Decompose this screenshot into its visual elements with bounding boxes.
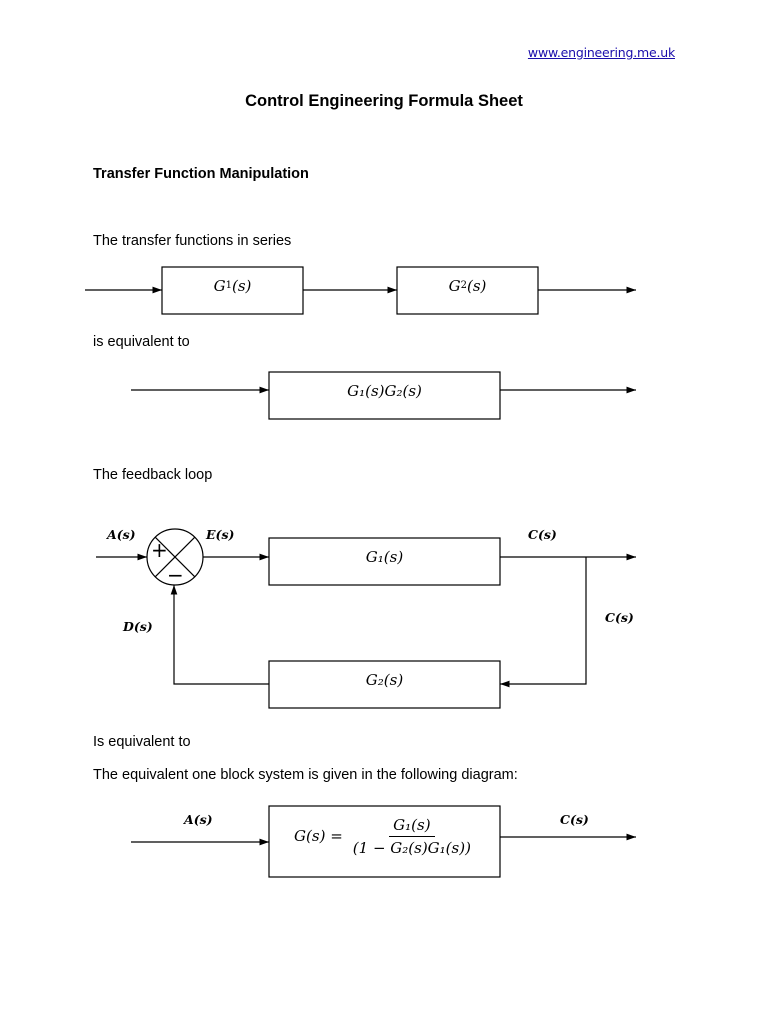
plus-sign: + (151, 538, 168, 562)
feedback-intro-text: The feedback loop (93, 467, 213, 483)
input-signal-label: A(s) (107, 527, 136, 542)
website-link[interactable]: www.engineering.me.uk (527, 45, 675, 60)
formula-numerator: G₁(s) (389, 816, 435, 837)
formula-lhs: G(s) = (294, 827, 343, 845)
equivalent-text-1: is equivalent to (93, 334, 190, 350)
formula-fraction: G₁(s) (1 − G₂(s)G₁(s)) (349, 816, 475, 857)
equivalent-text-2: Is equivalent to (93, 734, 191, 750)
output-signal-label: C(s) (528, 527, 557, 542)
return-signal-label: C(s) (605, 610, 634, 625)
error-signal-label: E(s) (206, 527, 235, 542)
series-intro-text: The transfer functions in series (93, 233, 292, 249)
page-title: Control Engineering Formula Sheet (245, 92, 523, 110)
section-heading: Transfer Function Manipulation (93, 166, 309, 182)
formula-denominator: (1 − G₂(s)G₁(s)) (352, 838, 471, 857)
feedback-signal-label: D(s) (123, 619, 153, 634)
one-block-intro-text: The equivalent one block system is given… (93, 767, 518, 783)
feedback-block-label: G₂(s) (365, 670, 404, 689)
return-path (500, 557, 587, 688)
one-block-input-label: A(s) (184, 812, 213, 827)
forward-block (268, 537, 501, 586)
one-block-output-label: C(s) (560, 812, 589, 827)
one-block (268, 805, 501, 878)
combined-block (268, 371, 501, 420)
transfer-function-formula: G(s) = G₁(s) (1 − G₂(s)G₁(s)) (269, 806, 500, 866)
forward-block-label: G₁(s) (365, 547, 404, 566)
combined-block-label: G₁(s)G₂(s) (347, 381, 422, 400)
feedback-path (170, 585, 269, 685)
minus-sign: − (167, 563, 184, 587)
